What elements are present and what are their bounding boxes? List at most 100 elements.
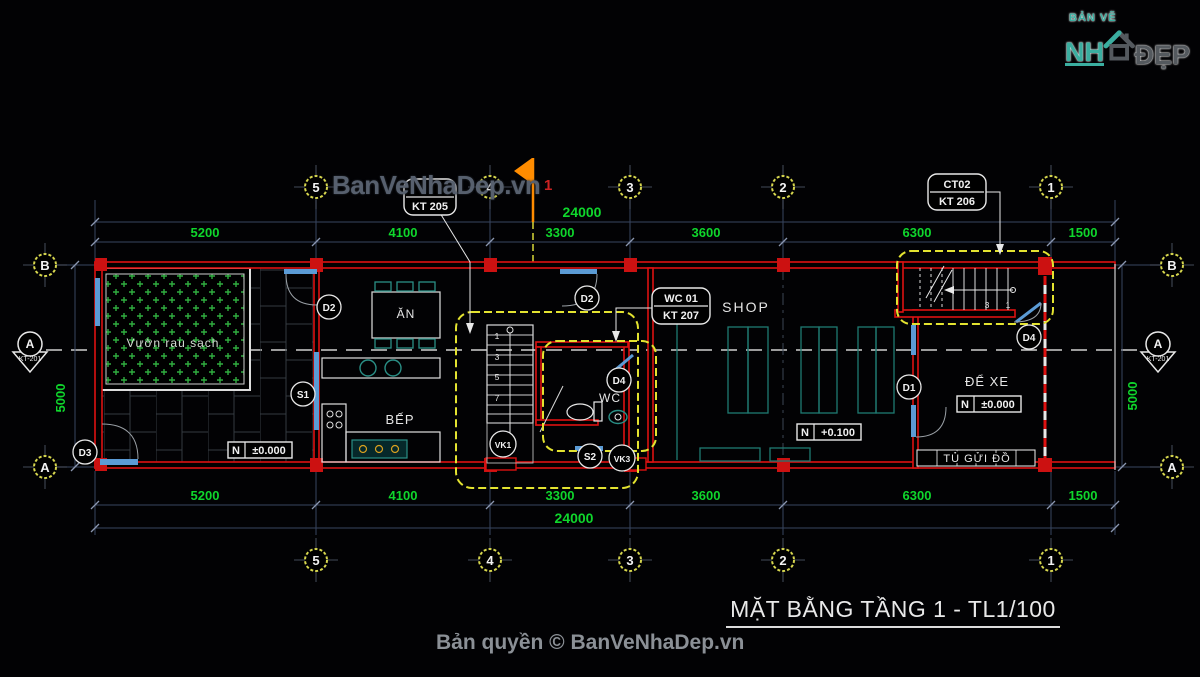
stairs-middle: 1 3 5 7 (486, 324, 564, 464)
level-value-shop: +0.100 (821, 427, 855, 439)
kitchen-counters (321, 357, 441, 463)
logo-top-text: BẢN VẼ (1069, 12, 1117, 24)
locker-cabinet: TỦ GỬI ĐỒ (916, 449, 1036, 467)
stairs-top-right: 3 1 (919, 265, 1016, 310)
window-s1 (314, 352, 319, 430)
door-d4-right-leaf (1015, 301, 1042, 324)
callout-wc01-label: WC 01 (664, 293, 698, 305)
door-d2-leaf-hall (560, 269, 597, 274)
dim-total-top: 24000 (563, 204, 602, 220)
dim-6300-bottom: 6300 (903, 488, 932, 503)
dim-4100-top: 4100 (389, 225, 418, 240)
grid-bubble-B-right: B (1167, 258, 1176, 273)
dim-6300-top: 6300 (903, 225, 932, 240)
parking-label: ĐỂ XE (965, 374, 1009, 389)
wc-label: WC (599, 391, 621, 405)
level-marker-parking: N ±0.000 (956, 395, 1022, 413)
grid-bubble-4-bottom: 4 (486, 553, 494, 568)
section-letter-right: A (1154, 337, 1163, 351)
level-n-patio: N (232, 445, 240, 457)
vegetable-garden: Vườn rau sạch (99, 267, 251, 391)
door-d3-leaf (100, 459, 138, 465)
window-left-wall (95, 278, 100, 326)
grid-bubble-3-bottom: 3 (626, 553, 633, 568)
dim-3600-top: 3600 (692, 225, 721, 240)
dim-1500-top: 1500 (1069, 225, 1098, 240)
tag-d1: D1 (903, 383, 916, 394)
drawing-title: MẶT BẰNG TẦNG 1 - TL1/100 (726, 596, 1060, 628)
tag-s1: S1 (297, 390, 310, 401)
stair-step-3: 3 (495, 352, 500, 362)
logo-dep-text: ĐẸP (1134, 40, 1190, 70)
level-n-shop: N (801, 427, 809, 439)
section-letter-left: A (26, 337, 35, 351)
grid-bubble-2-bottom: 2 (779, 553, 786, 568)
callout-ct02: CT02 KT 206 (927, 173, 987, 211)
section-flag-number: 1 (544, 177, 552, 194)
grid-bubble-5-bottom: 5 (312, 553, 319, 568)
dimension-labels: 24000 5200 4100 3300 3600 6300 1500 5200… (53, 204, 1140, 526)
section-ref-right: KT-201 (1147, 356, 1170, 363)
tag-vk1: VK1 (495, 440, 512, 450)
leader-arrowheads (466, 244, 1004, 342)
dim-5000-left: 5000 (53, 384, 68, 413)
door-d2-leaf-front (284, 269, 317, 274)
callout-kt207-label: KT 207 (663, 310, 699, 322)
dim-3600-bottom: 3600 (692, 488, 721, 503)
dim-total-bottom: 24000 (555, 510, 594, 526)
section-cut-flag: 1 (514, 158, 552, 262)
tag-s2: S2 (584, 452, 597, 463)
callout-kt205-label: KT 205 (412, 201, 448, 213)
grid-bubble-1-bottom: 1 (1047, 553, 1054, 568)
level-marker-shop: N +0.100 (796, 423, 862, 441)
logo-nha-text: NH (1065, 37, 1104, 67)
room-labels: ĂN BẾP WC SHOP ĐỂ XE (385, 299, 1009, 427)
tag-vk3: VK3 (614, 454, 631, 464)
door-d1-leaf (911, 405, 916, 437)
wc-fixtures (566, 401, 628, 425)
highlight-ct02-zone (896, 250, 1054, 325)
site-logo: BẢN VẼ NH ĐẸP (1065, 12, 1190, 70)
section-marker-right: A KT-201 (1139, 331, 1177, 374)
dim-3300-bottom: 3300 (546, 488, 575, 503)
locker-label: TỦ GỬI ĐỒ (943, 452, 1010, 465)
callout-kt206-label: KT 206 (939, 196, 975, 208)
bubble-rings (33, 175, 1184, 572)
component-tags: D2 S1 D3 D2 D4 VK1 S2 VK3 D1 D4 (72, 285, 1042, 472)
tag-d4-wc: D4 (613, 376, 626, 387)
dim-5200-top: 5200 (191, 225, 220, 240)
grid-bubbles: 5 4 3 2 1 5 4 3 2 1 B A B A (23, 165, 1194, 582)
dim-3300-top: 3300 (546, 225, 575, 240)
grid-bubble-2-top: 2 (779, 180, 786, 195)
garden-label: Vườn rau sạch (127, 336, 220, 350)
grid-bubble-1-top: 1 (1047, 180, 1054, 195)
dining-set (371, 281, 441, 349)
callout-wc01: WC 01 KT 207 (651, 287, 711, 325)
dim-4100-bottom: 4100 (389, 488, 418, 503)
dining-label: ĂN (397, 306, 416, 321)
dim-1500-bottom: 1500 (1069, 488, 1098, 503)
section-marker-left: A KT-201 (11, 331, 49, 374)
section-ref-left: KT-201 (19, 356, 42, 363)
level-value-patio: ±0.000 (252, 445, 286, 457)
level-value-parking: ±0.000 (981, 399, 1015, 411)
callout-ct02-label: CT02 (944, 179, 971, 191)
tag-d2-hall: D2 (581, 294, 594, 305)
level-n-parking: N (961, 399, 969, 411)
grid-bubble-A-left: A (40, 460, 50, 475)
tag-d2-dining: D2 (323, 303, 336, 314)
stair-step-5: 5 (495, 372, 500, 382)
grid-bubble-3-top: 3 (626, 180, 633, 195)
watermark-text: BanVeNhaDep.vn (332, 170, 541, 200)
kitchen-label: BẾP (385, 412, 414, 427)
dimension-layer (56, 200, 1160, 535)
stair-step-7: 7 (495, 393, 500, 403)
grid-bubble-5-top: 5 (312, 180, 319, 195)
grid-bubble-4-top: 4 (486, 180, 494, 195)
grid-bubble-B-left: B (40, 258, 49, 273)
tag-d3: D3 (79, 448, 92, 459)
grid-bubble-A-right: A (1167, 460, 1177, 475)
highlight-stair-zone (455, 311, 639, 489)
